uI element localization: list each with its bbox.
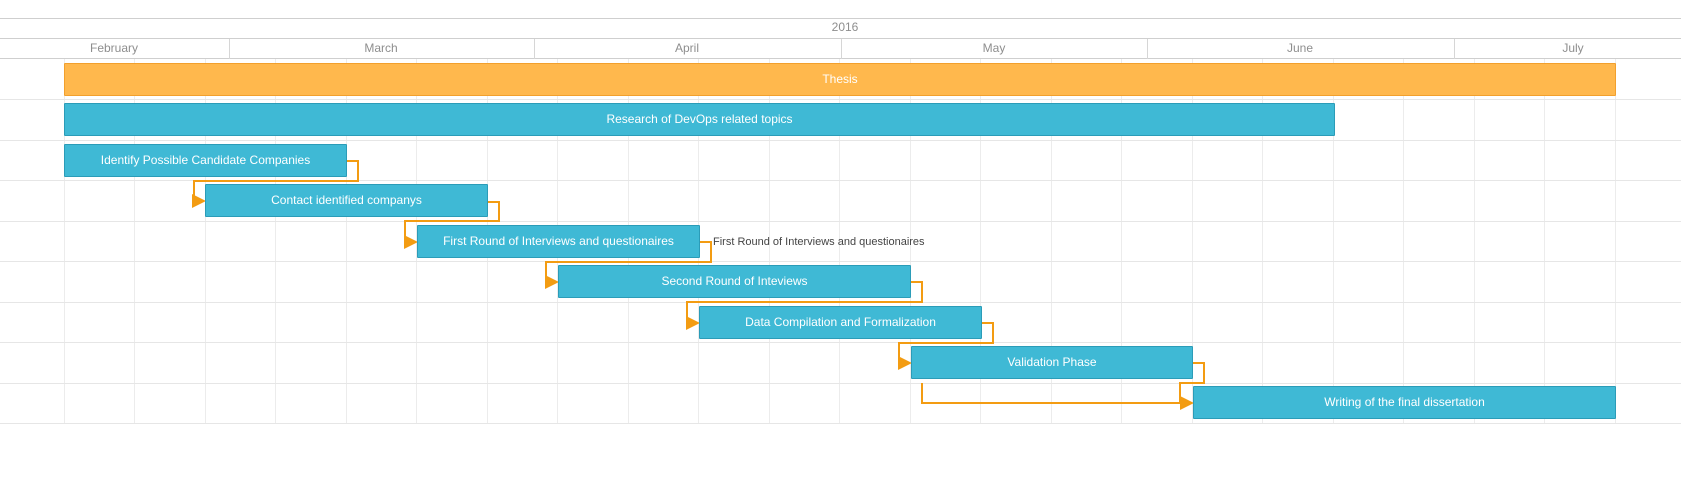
task-bar-identify-companies[interactable]: Identify Possible Candidate Companies bbox=[64, 144, 347, 177]
year-label: 2016 bbox=[831, 20, 859, 34]
month-label-may: May bbox=[982, 41, 1006, 55]
grid-row-line bbox=[0, 261, 1681, 262]
month-label-july: July bbox=[1562, 41, 1584, 55]
grid-column-line bbox=[980, 59, 981, 423]
link-data-compilation-to-validation[interactable] bbox=[898, 322, 994, 370]
task-bar-writing[interactable]: Writing of the final dissertation bbox=[1193, 386, 1616, 419]
grid-column-line bbox=[1615, 59, 1616, 423]
task-bar-first-round[interactable]: First Round of Interviews and questionai… bbox=[417, 225, 700, 258]
grid-column-line bbox=[1262, 59, 1263, 423]
grid-row-line bbox=[0, 180, 1681, 181]
month-label-march: March bbox=[364, 41, 398, 55]
header-middle-border bbox=[0, 38, 1681, 39]
month-label-april: April bbox=[674, 41, 699, 55]
grid-column-line bbox=[205, 59, 206, 423]
link-second-round-to-data-compilation[interactable] bbox=[686, 281, 923, 330]
month-separator bbox=[229, 39, 230, 59]
grid-column-line bbox=[1051, 59, 1052, 423]
grid-column-line bbox=[839, 59, 840, 423]
grid-column-line bbox=[346, 59, 347, 423]
month-label-june: June bbox=[1286, 41, 1314, 55]
link-first-round-to-second-round[interactable] bbox=[545, 241, 712, 289]
grid-row-line bbox=[0, 140, 1681, 141]
task-bar-contact-companies[interactable]: Contact identified companys bbox=[205, 184, 488, 217]
grid-row-line bbox=[0, 221, 1681, 222]
header-bottom-border bbox=[0, 58, 1681, 59]
link-validation-to-writing[interactable] bbox=[1179, 362, 1205, 410]
month-separator bbox=[1147, 39, 1148, 59]
grid-column-line bbox=[275, 59, 276, 423]
link-identify-to-contact[interactable] bbox=[192, 160, 359, 208]
grid-column-line bbox=[1544, 59, 1545, 423]
task-bar-thesis[interactable]: Thesis bbox=[64, 63, 1616, 96]
grid-column-line bbox=[1192, 59, 1193, 423]
grid-row-line bbox=[0, 383, 1681, 384]
task-bar-second-round[interactable]: Second Round of Inteviews bbox=[558, 265, 911, 298]
grid-column-line bbox=[910, 59, 911, 423]
grid-row-line bbox=[0, 423, 1681, 424]
grid-column-line bbox=[1474, 59, 1475, 423]
month-separator bbox=[534, 39, 535, 59]
task-bar-data-compilation[interactable]: Data Compilation and Formalization bbox=[699, 306, 982, 339]
task-bar-validation[interactable]: Validation Phase bbox=[911, 346, 1193, 379]
grid-column-line bbox=[1121, 59, 1122, 423]
grid-row-line bbox=[0, 342, 1681, 343]
header-top-border bbox=[0, 18, 1681, 19]
month-separator bbox=[841, 39, 842, 59]
grid-column-line bbox=[134, 59, 135, 423]
month-label-february: February bbox=[89, 41, 139, 55]
month-separator bbox=[1454, 39, 1455, 59]
grid-row-line bbox=[0, 99, 1681, 100]
task-side-label-first-round: First Round of Interviews and questionai… bbox=[713, 236, 925, 248]
task-bar-research[interactable]: Research of DevOps related topics bbox=[64, 103, 1335, 136]
grid-column-line bbox=[1403, 59, 1404, 423]
grid-column-line bbox=[1333, 59, 1334, 423]
grid-column-line bbox=[769, 59, 770, 423]
link-data-compilation-end-to-writing[interactable] bbox=[921, 383, 1180, 404]
link-contact-to-first-round[interactable] bbox=[404, 201, 500, 249]
grid-column-line bbox=[64, 59, 65, 423]
